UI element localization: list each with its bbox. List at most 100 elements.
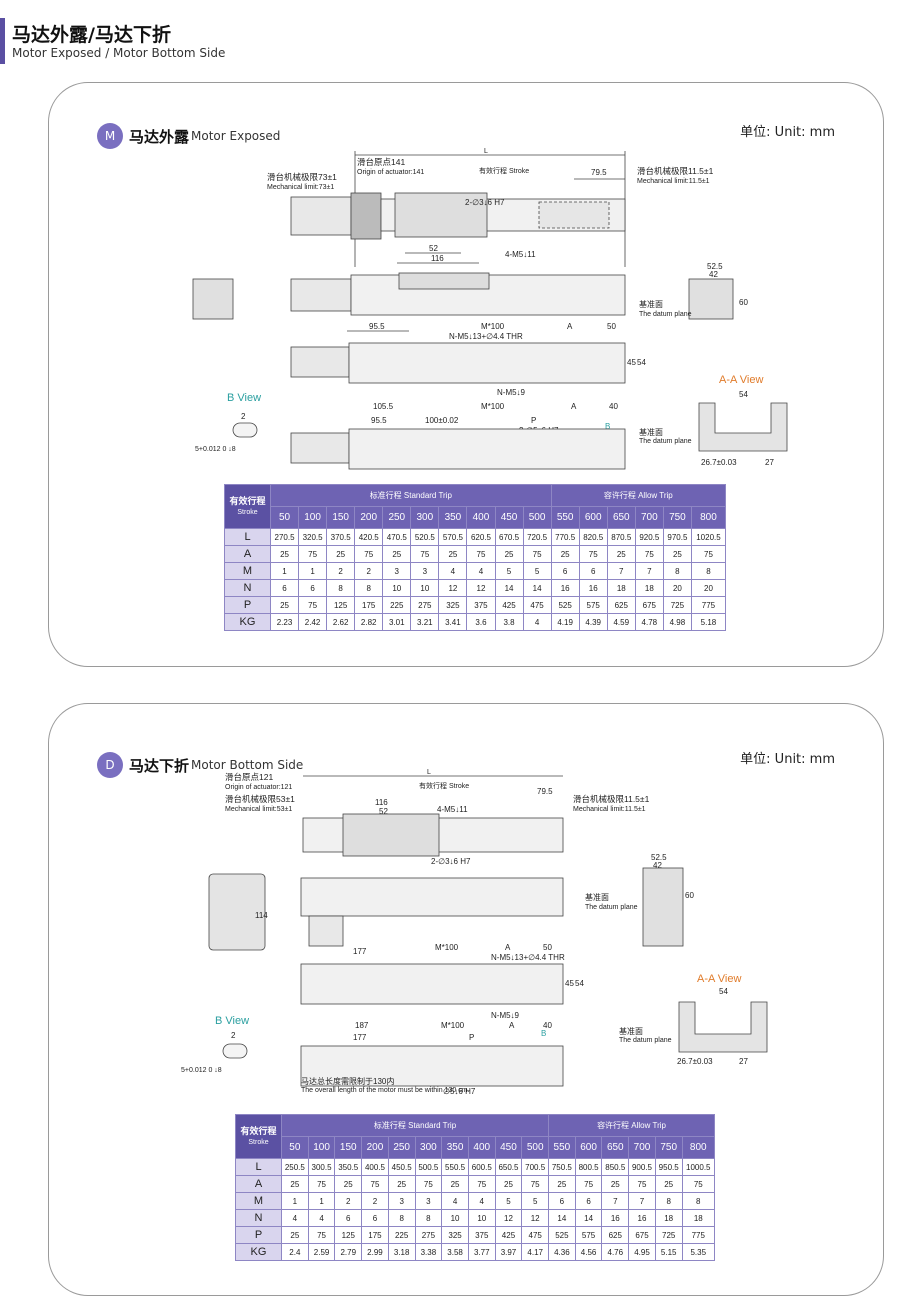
table-cell: 25 <box>441 1175 469 1193</box>
table-cell: 4 <box>307 1209 336 1227</box>
aa-27: 27 <box>739 1057 748 1066</box>
table-cell: 5 <box>494 562 524 580</box>
row-label: A <box>224 545 271 563</box>
table-cell: 4.36 <box>548 1243 576 1261</box>
table-cell: 75 <box>298 596 328 614</box>
aa-view-title: A-A View <box>697 973 741 985</box>
stroke-header-cell: 450 <box>494 506 524 529</box>
table-cell: 3 <box>414 1192 443 1210</box>
stroke-header-cell: 150 <box>334 1136 363 1159</box>
stroke-spec-table: 有效行程 Stroke 标准行程 Standard Trip 容许行程 Allo… <box>224 484 727 631</box>
standard-trip-header: 标准行程 Standard Trip <box>280 1114 550 1137</box>
dim-a: A <box>505 943 511 952</box>
table-cell: 75 <box>634 545 664 563</box>
table-cell: 4.39 <box>578 613 608 631</box>
page-subtitle: Motor Exposed / Motor Bottom Side <box>12 46 226 60</box>
dim-177b: 177 <box>353 1033 367 1042</box>
technical-drawing-svg: L 滑台原点141 Origin of actuator:141 有效行程 St… <box>192 148 788 470</box>
stroke-header-cell: 450 <box>494 1136 523 1159</box>
dim-45: 45 <box>565 979 574 988</box>
table-cell: 725 <box>662 596 692 614</box>
table-cell: 3.18 <box>387 1243 416 1261</box>
dim-54: 54 <box>575 979 584 988</box>
table-cell: 16 <box>550 579 580 597</box>
table-cell: 75 <box>466 545 496 563</box>
table-cell: 125 <box>334 1226 363 1244</box>
table-cell: 820.5 <box>578 528 608 546</box>
table-cell: 900.5 <box>628 1158 656 1176</box>
stroke-header-cell: 300 <box>410 506 440 529</box>
b-view-title: B View <box>215 1015 249 1027</box>
aa-27: 27 <box>765 458 774 467</box>
row-label: P <box>235 1226 282 1244</box>
table-cell: 1000.5 <box>681 1158 716 1176</box>
table-cell: 400.5 <box>361 1158 389 1176</box>
stroke-header-cell: 50 <box>269 506 300 529</box>
table-cell: 3.8 <box>494 613 524 631</box>
table-cell: 75 <box>690 545 727 563</box>
aa-26-7: 26.7±0.03 <box>677 1057 713 1066</box>
dim-60: 60 <box>739 298 748 307</box>
table-cell: 75 <box>467 1175 496 1193</box>
table-cell: 75 <box>521 1175 550 1193</box>
stroke-header-cell: 50 <box>281 1136 309 1159</box>
table-cell: 2.4 <box>281 1243 309 1261</box>
table-cell: 5 <box>521 1192 550 1210</box>
table-cell: 6 <box>578 562 608 580</box>
table-cell: 4.56 <box>574 1243 603 1261</box>
table-cell: 750.5 <box>548 1158 576 1176</box>
table-cell: 10 <box>410 579 440 597</box>
mech-left-cn: 滑台机械极限53±1 <box>225 794 295 804</box>
table-cell: 75 <box>522 545 552 563</box>
stroke-header-cell: 650 <box>601 1136 630 1159</box>
origin-cn: 滑台原点141 <box>357 157 405 167</box>
stroke-header-cell: 700 <box>634 506 664 529</box>
m100b: M*100 <box>481 402 505 411</box>
table-cell: 575 <box>578 596 608 614</box>
stroke-header-cell: 500 <box>521 1136 550 1159</box>
b-tol: 5+0.012 0 ↓8 <box>195 446 236 453</box>
hole-4-m5: 4-M5↓11 <box>505 250 536 259</box>
table-cell: 675 <box>628 1226 656 1244</box>
table-cell: 570.5 <box>438 528 468 546</box>
stroke-header-cell: 700 <box>628 1136 656 1159</box>
section-title-cn: 马达下折 <box>129 756 190 775</box>
table-cell: 375 <box>467 1226 496 1244</box>
table-cell: 225 <box>387 1226 416 1244</box>
table-corner: 有效行程 Stroke <box>224 484 271 529</box>
table-cell: 1 <box>269 562 300 580</box>
table-cell: 5 <box>494 1192 523 1210</box>
table-cell: 7 <box>606 562 636 580</box>
table-cell: 20 <box>690 579 727 597</box>
table-cell: 3.97 <box>494 1243 523 1261</box>
table-cell: 3 <box>382 562 412 580</box>
table-cell: 25 <box>494 545 524 563</box>
datum-cn: 基准面 <box>585 892 609 902</box>
table-cell: 720.5 <box>522 528 552 546</box>
motor-exposed-panel: M 马达外露 Motor Exposed 单位: Unit: mm L 滑台原点… <box>48 82 884 667</box>
table-cell: 175 <box>361 1226 389 1244</box>
b-view-title: B View <box>227 392 261 404</box>
dim-52-5: 52.5 <box>707 262 723 271</box>
motor-note-en: The overall length of the motor must be … <box>301 1087 470 1094</box>
top-view-group: L 滑台原点141 Origin of actuator:141 有效行程 St… <box>267 148 714 267</box>
table-cell: 7 <box>601 1192 630 1210</box>
row-label: P <box>224 596 271 614</box>
row-label: N <box>235 1209 282 1227</box>
table-cell: 12 <box>438 579 468 597</box>
table-cell: 12 <box>466 579 496 597</box>
row-label: L <box>235 1158 282 1176</box>
table-cell: 14 <box>522 579 552 597</box>
bottom-view-2-group: B View 2 5+0.012 0 ↓8 187 M*100 N-M5↓9 A… <box>181 1011 564 1096</box>
table-cell: 25 <box>281 1226 309 1244</box>
table-cell: 2 <box>361 1192 389 1210</box>
hole-2-3: 2-∅3↓6 H7 <box>465 198 505 207</box>
header-accent-bar <box>0 18 5 64</box>
hole-5: ∅5↓6 H7 <box>443 1087 476 1096</box>
table-cell: 350.5 <box>334 1158 363 1176</box>
stroke-header-cell: 400 <box>466 506 496 529</box>
mech-left-en: Mechanical limit:53±1 <box>225 806 292 813</box>
